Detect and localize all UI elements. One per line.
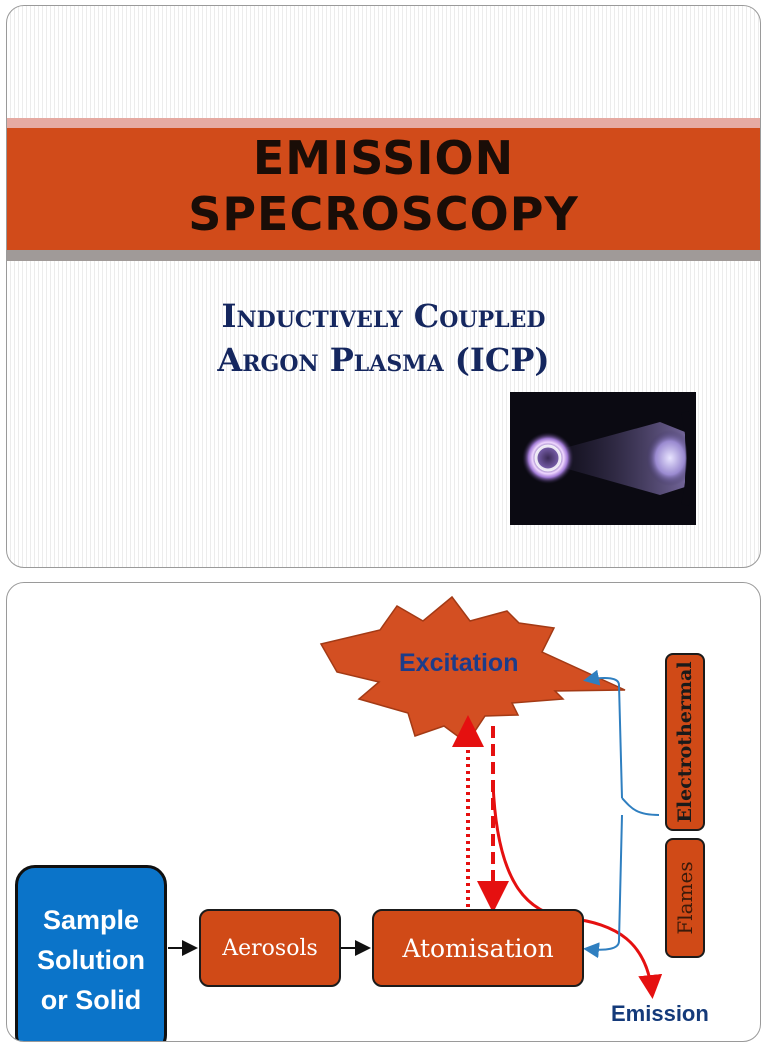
sample-box: Sample Solution or Solid — [15, 865, 167, 1041]
slide-subtitle: Inductively Coupled Argon Plasma (ICP) — [7, 294, 760, 382]
subtitle-line-1: Inductively Coupled — [221, 297, 546, 335]
title-line-2: SPECROSCOPY — [188, 187, 579, 241]
excitation-starburst — [319, 595, 626, 745]
emission-label: Emission — [611, 1001, 709, 1026]
title-line-1: EMISSION — [252, 131, 515, 185]
subtitle-line-2: Argon Plasma (ICP) — [217, 341, 550, 379]
sample-line-1: Sample — [42, 905, 140, 935]
sample-line-3: or Solid — [40, 985, 142, 1015]
electrothermal-box: Electrothermal — [665, 653, 705, 831]
slide-title: EMISSION SPECROSCOPY — [7, 130, 760, 242]
diagram-slide: Excitation Sample Solution or Solid Aero… — [6, 582, 761, 1042]
electrothermal-label: Electrothermal — [674, 661, 696, 823]
aerosols-box: Aerosols — [199, 909, 341, 987]
diagram-graphics — [168, 595, 663, 999]
bracket-line-lower — [583, 814, 623, 959]
title-band — [7, 128, 760, 250]
plasma-photo — [510, 392, 696, 525]
bracket-brace — [621, 797, 660, 816]
bracket-line-upper — [583, 669, 623, 799]
title-slide: EMISSION SPECROSCOPY Inductively Coupled… — [6, 5, 761, 568]
flames-box: Flames — [665, 838, 705, 958]
excitation-label: Excitation — [399, 649, 519, 677]
atomisation-box: Atomisation — [372, 909, 584, 987]
title-band-top-stripe — [7, 118, 760, 128]
title-band-bottom-stripe — [7, 250, 760, 261]
sample-line-2: Solution — [37, 945, 145, 975]
flames-label: Flames — [673, 861, 697, 935]
plasma-image — [510, 392, 696, 525]
